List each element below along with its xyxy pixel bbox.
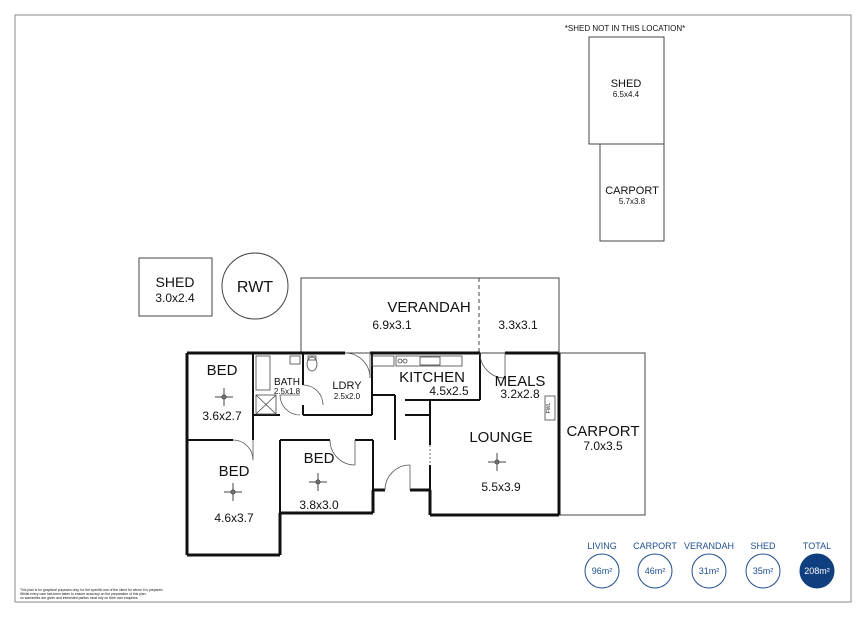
- bed1-dims: 3.6x2.7: [202, 409, 242, 423]
- area-label: LIVING: [587, 541, 617, 551]
- rwt-label: RWT: [237, 279, 273, 296]
- ceiling-fan-icon: [215, 388, 506, 501]
- meals-name: MEALS: [495, 373, 546, 390]
- carport-top-name: CARPORT: [605, 185, 659, 197]
- bed1-name: BED: [207, 362, 238, 379]
- area-bubble-total: [799, 553, 835, 589]
- kitchen-dims: 4.5x2.5: [429, 384, 469, 398]
- area-label: VERANDAH: [684, 541, 734, 551]
- bath-dims: 2.5x1.8: [274, 387, 301, 396]
- ldry-dims: 2.5x2.0: [334, 392, 361, 401]
- bed3-dims: 3.8x3.0: [299, 498, 339, 512]
- verandah-dims-2: 3.3x3.1: [498, 318, 538, 332]
- carport-top-outline: [599, 143, 665, 242]
- area-living: LIVING 96m²: [584, 541, 620, 589]
- meals-dims: 3.2x2.8: [500, 387, 540, 401]
- page-frame: [14, 14, 852, 603]
- area-label: TOTAL: [803, 541, 831, 551]
- carport-right-name: CARPORT: [566, 423, 639, 440]
- lounge-dims: 5.5x3.9: [481, 480, 521, 494]
- area-label: CARPORT: [633, 541, 677, 551]
- area-bubble: [637, 553, 673, 589]
- disclaimer-line: no warranties are given and interested p…: [20, 596, 139, 600]
- area-total: TOTAL 208m²: [799, 541, 835, 589]
- shed-left-name: SHED: [156, 274, 195, 290]
- internal-walls: [187, 353, 481, 513]
- ldry-name: LDRY: [332, 380, 362, 392]
- disclaimer-line: This plan is for graphical purposes only…: [20, 588, 163, 592]
- area-verandah: VERANDAH 31m²: [684, 541, 734, 589]
- shed-left-dims: 3.0x2.4: [155, 291, 195, 305]
- bed3-name: BED: [304, 450, 335, 467]
- disclaimer-line: Whilst every care has been taken to ensu…: [20, 592, 147, 596]
- area-carport: CARPORT 46m²: [633, 541, 677, 589]
- rainwater-tank: [221, 252, 289, 320]
- carport-right-dims: 7.0x3.5: [583, 439, 623, 453]
- bath-name: BATH: [274, 377, 300, 388]
- area-value: 96m²: [592, 566, 613, 576]
- area-label: SHED: [750, 541, 776, 551]
- area-shed: SHED 35m²: [745, 541, 781, 589]
- area-value: 46m²: [645, 566, 666, 576]
- fireplace-icon: [544, 395, 556, 421]
- verandah-dims: 6.9x3.1: [372, 318, 412, 332]
- area-bubble: [691, 553, 727, 589]
- disclaimer: This plan is for graphical purposes only…: [20, 588, 163, 600]
- bed2-dims: 4.6x3.7: [214, 511, 254, 525]
- lounge-name: LOUNGE: [469, 429, 532, 446]
- fireplace-label: FWL: [546, 403, 552, 414]
- bathroom-fixtures: [255, 355, 318, 415]
- area-bubble: [584, 553, 620, 589]
- area-bubble: [745, 553, 781, 589]
- shed-top-name: SHED: [611, 78, 642, 90]
- carport-top-dims: 5.7x3.8: [619, 197, 646, 206]
- kitchen-name: KITCHEN: [399, 369, 465, 386]
- shed-left-outline: [138, 257, 213, 317]
- area-value: 35m²: [753, 566, 774, 576]
- area-summary: LIVING 96m² CARPORT 46m² VERANDAH 31m² S…: [584, 541, 835, 589]
- area-value: 208m²: [804, 566, 830, 576]
- kitchen-fixtures: [371, 355, 463, 367]
- shed-location-note: *SHED NOT IN THIS LOCATION*: [565, 24, 685, 33]
- door-swings: [232, 352, 506, 491]
- area-value: 31m²: [699, 566, 720, 576]
- house-walls: [185, 351, 561, 557]
- shed-top-dims: 6.5x4.4: [613, 90, 640, 99]
- bed2-name: BED: [219, 463, 250, 480]
- verandah-name: VERANDAH: [387, 299, 470, 316]
